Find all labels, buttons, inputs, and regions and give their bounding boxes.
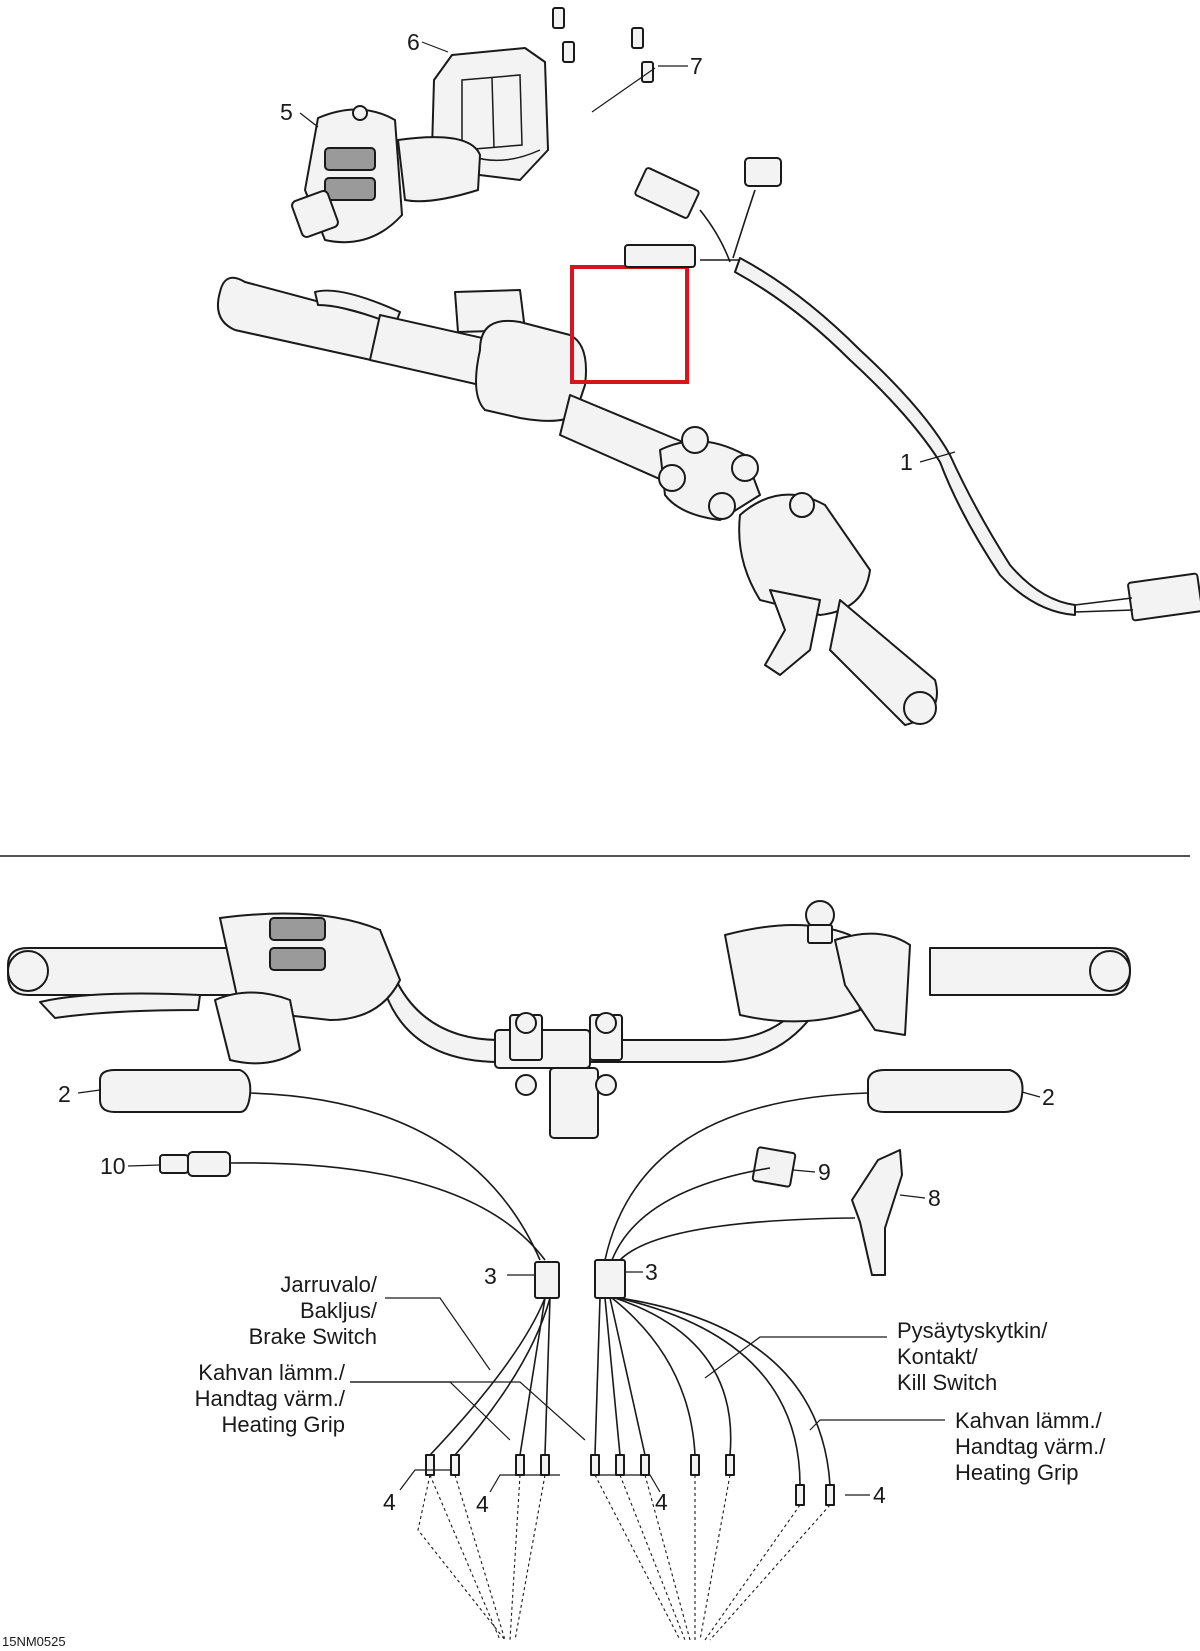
dashed-lines: [417, 1474, 831, 1641]
callout-5: 5: [280, 99, 293, 125]
callout-2-right: 2: [1042, 1084, 1055, 1110]
svg-text:Kahvan lämm./: Kahvan lämm./: [198, 1360, 346, 1385]
screws: [552, 7, 654, 83]
heating-grips-2: [99, 1069, 1024, 1113]
handlebar-right: [559, 394, 938, 726]
label-brake-switch: Jarruvalo/ Bakljus/ Brake Switch: [249, 1272, 378, 1349]
label-kill-switch: Pysäytyskytkin/ Kontakt/ Kill Switch: [897, 1318, 1048, 1395]
svg-text:Heating Grip: Heating Grip: [221, 1412, 345, 1437]
part-9: [751, 1146, 797, 1188]
top-exploded-view: 1 5 6 7: [216, 7, 1200, 726]
svg-text:Brake Switch: Brake Switch: [249, 1324, 377, 1349]
callout-4-a: 4: [383, 1489, 396, 1515]
callout-6: 6: [407, 29, 420, 55]
figure-code: 15NM0525: [2, 1634, 66, 1649]
highlight-box: [570, 265, 689, 384]
bracket-8: [851, 1149, 903, 1276]
callout-4-c: 4: [655, 1489, 668, 1515]
callout-1: 1: [900, 449, 913, 475]
callout-4-d: 4: [873, 1482, 886, 1508]
bottom-leaders: [77, 1089, 1041, 1496]
svg-text:Handtag värm./: Handtag värm./: [955, 1434, 1106, 1459]
label-heating-grip-right: Kahvan lämm./ Handtag värm./ Heating Gri…: [955, 1408, 1106, 1485]
callout-3-right: 3: [645, 1259, 658, 1285]
svg-text:Bakljus/: Bakljus/: [300, 1298, 378, 1323]
callout-9: 9: [818, 1159, 831, 1185]
right-grip-assembly: [724, 900, 1131, 1036]
svg-text:Kontakt/: Kontakt/: [897, 1344, 979, 1369]
wires: [229, 1092, 869, 1486]
callout-10: 10: [100, 1153, 126, 1179]
callout-3-left: 3: [484, 1263, 497, 1289]
switch-block: [291, 105, 481, 244]
harness-1: [624, 157, 1200, 622]
handlebar-left: [216, 276, 587, 422]
svg-text:Pysäytyskytkin/: Pysäytyskytkin/: [897, 1318, 1048, 1343]
svg-text:Handtag värm./: Handtag värm./: [195, 1386, 346, 1411]
callout-7: 7: [690, 53, 703, 79]
svg-text:Kahvan lämm./: Kahvan lämm./: [955, 1408, 1103, 1433]
svg-text:Jarruvalo/: Jarruvalo/: [280, 1272, 377, 1297]
label-heating-grip-left: Kahvan lämm./ Handtag värm./ Heating Gri…: [195, 1360, 346, 1437]
callout-4-b: 4: [476, 1491, 489, 1517]
bottom-wiring-view: 2 2 3 3 4 4 4 4 8 9 10 Jarruvalo/ Baklju…: [2, 900, 1131, 1649]
connector-10: [159, 1151, 231, 1177]
callout-8: 8: [928, 1185, 941, 1211]
top-leaders: [299, 41, 956, 463]
svg-text:Kill Switch: Kill Switch: [897, 1370, 997, 1395]
left-grip-assembly: [7, 912, 401, 1065]
svg-text:Heating Grip: Heating Grip: [955, 1460, 1079, 1485]
callout-2-left: 2: [58, 1081, 71, 1107]
